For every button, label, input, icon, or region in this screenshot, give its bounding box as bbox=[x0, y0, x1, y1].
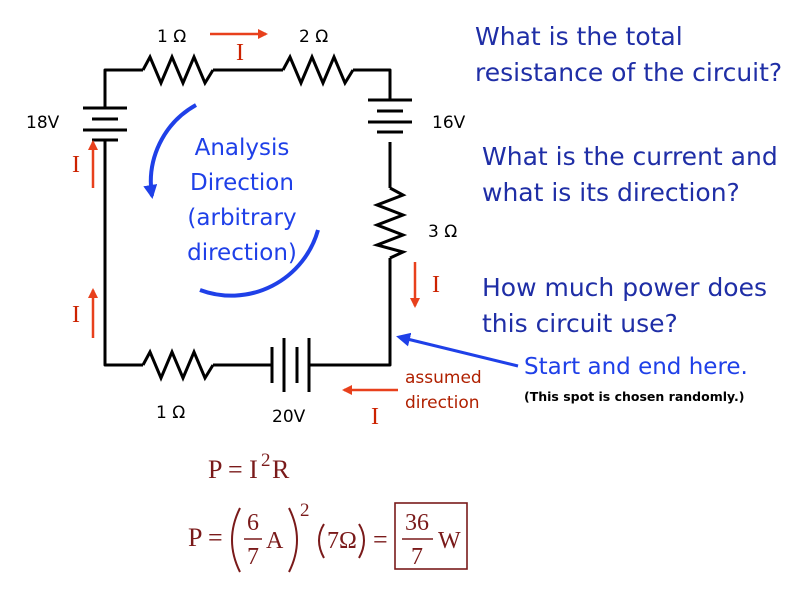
power-formula-rhs: R bbox=[272, 455, 290, 484]
left-paren-open bbox=[231, 507, 241, 573]
fraction-denominator: 7 bbox=[247, 544, 259, 570]
battery-left bbox=[83, 106, 127, 142]
current-label-left-lower: I bbox=[72, 302, 80, 328]
analysis-label-line-1: Analysis bbox=[195, 135, 290, 161]
power-unit: W bbox=[438, 528, 461, 554]
power-formula-lhs: P = I bbox=[208, 455, 258, 484]
current-label-top: I bbox=[236, 40, 244, 66]
question-1-line-1: What is the total bbox=[475, 22, 683, 51]
battery-bottom-label: 20V bbox=[272, 407, 306, 427]
power-calculation: P = 6 7 A 2 7Ω = 36 7 W bbox=[188, 500, 468, 573]
answer-box bbox=[394, 502, 468, 570]
question-2-line-2: what is its direction? bbox=[482, 178, 740, 207]
answer-numerator: 36 bbox=[405, 510, 429, 536]
answer-denominator: 7 bbox=[411, 544, 423, 570]
analysis-direction-arc bbox=[143, 103, 197, 199]
battery-right-label: 16V bbox=[432, 113, 466, 133]
current-label-right: I bbox=[432, 272, 440, 298]
battery-right bbox=[368, 98, 412, 134]
left-paren-close bbox=[288, 507, 298, 573]
question-3-line-2: this circuit use? bbox=[482, 309, 678, 338]
fraction-numerator: 6 bbox=[247, 510, 259, 536]
assumed-direction-line-2: direction bbox=[405, 393, 480, 413]
resistor-right-label: 3 Ω bbox=[428, 222, 457, 242]
resistor-top-right bbox=[281, 53, 355, 87]
resistor-bottom bbox=[141, 348, 215, 382]
power-formula: P = I 2 R bbox=[208, 450, 290, 484]
power-formula-exponent: 2 bbox=[261, 450, 271, 471]
resistor-top-left bbox=[141, 53, 215, 87]
analysis-label-line-4: direction) bbox=[187, 240, 297, 266]
battery-bottom bbox=[270, 338, 311, 392]
resistor-top-right-label: 2 Ω bbox=[299, 27, 328, 47]
assumed-direction-line-1: assumed bbox=[405, 368, 482, 388]
calc-lhs: P = bbox=[188, 523, 223, 552]
calc-equals: = bbox=[373, 525, 388, 554]
current-label-bottom: I bbox=[371, 404, 379, 430]
analysis-direction-arc-lower bbox=[199, 229, 320, 298]
start-point-note: (This spot is chosen randomly.) bbox=[524, 389, 744, 404]
right-paren-close bbox=[358, 523, 365, 559]
question-1-line-2: resistance of the circuit? bbox=[475, 58, 782, 87]
battery-left-label: 18V bbox=[26, 113, 60, 133]
calc-exponent: 2 bbox=[300, 500, 310, 521]
resistor-bottom-label: 1 Ω bbox=[156, 403, 185, 423]
right-paren-open bbox=[318, 523, 325, 559]
circuit-wires bbox=[103, 68, 392, 367]
question-3-line-1: How much power does bbox=[482, 273, 767, 302]
question-2-line-1: What is the current and bbox=[482, 142, 778, 171]
resistor-top-left-label: 1 Ω bbox=[157, 27, 186, 47]
analysis-label-line-3: (arbitrary bbox=[187, 205, 296, 231]
current-label-left-upper: I bbox=[72, 152, 80, 178]
resistance-value: 7Ω bbox=[327, 528, 357, 554]
start-point-label: Start and end here. bbox=[524, 354, 748, 380]
start-point-arrow bbox=[396, 332, 519, 368]
current-unit: A bbox=[266, 528, 284, 554]
resistor-right bbox=[372, 186, 408, 260]
analysis-label-line-2: Direction bbox=[190, 170, 294, 196]
